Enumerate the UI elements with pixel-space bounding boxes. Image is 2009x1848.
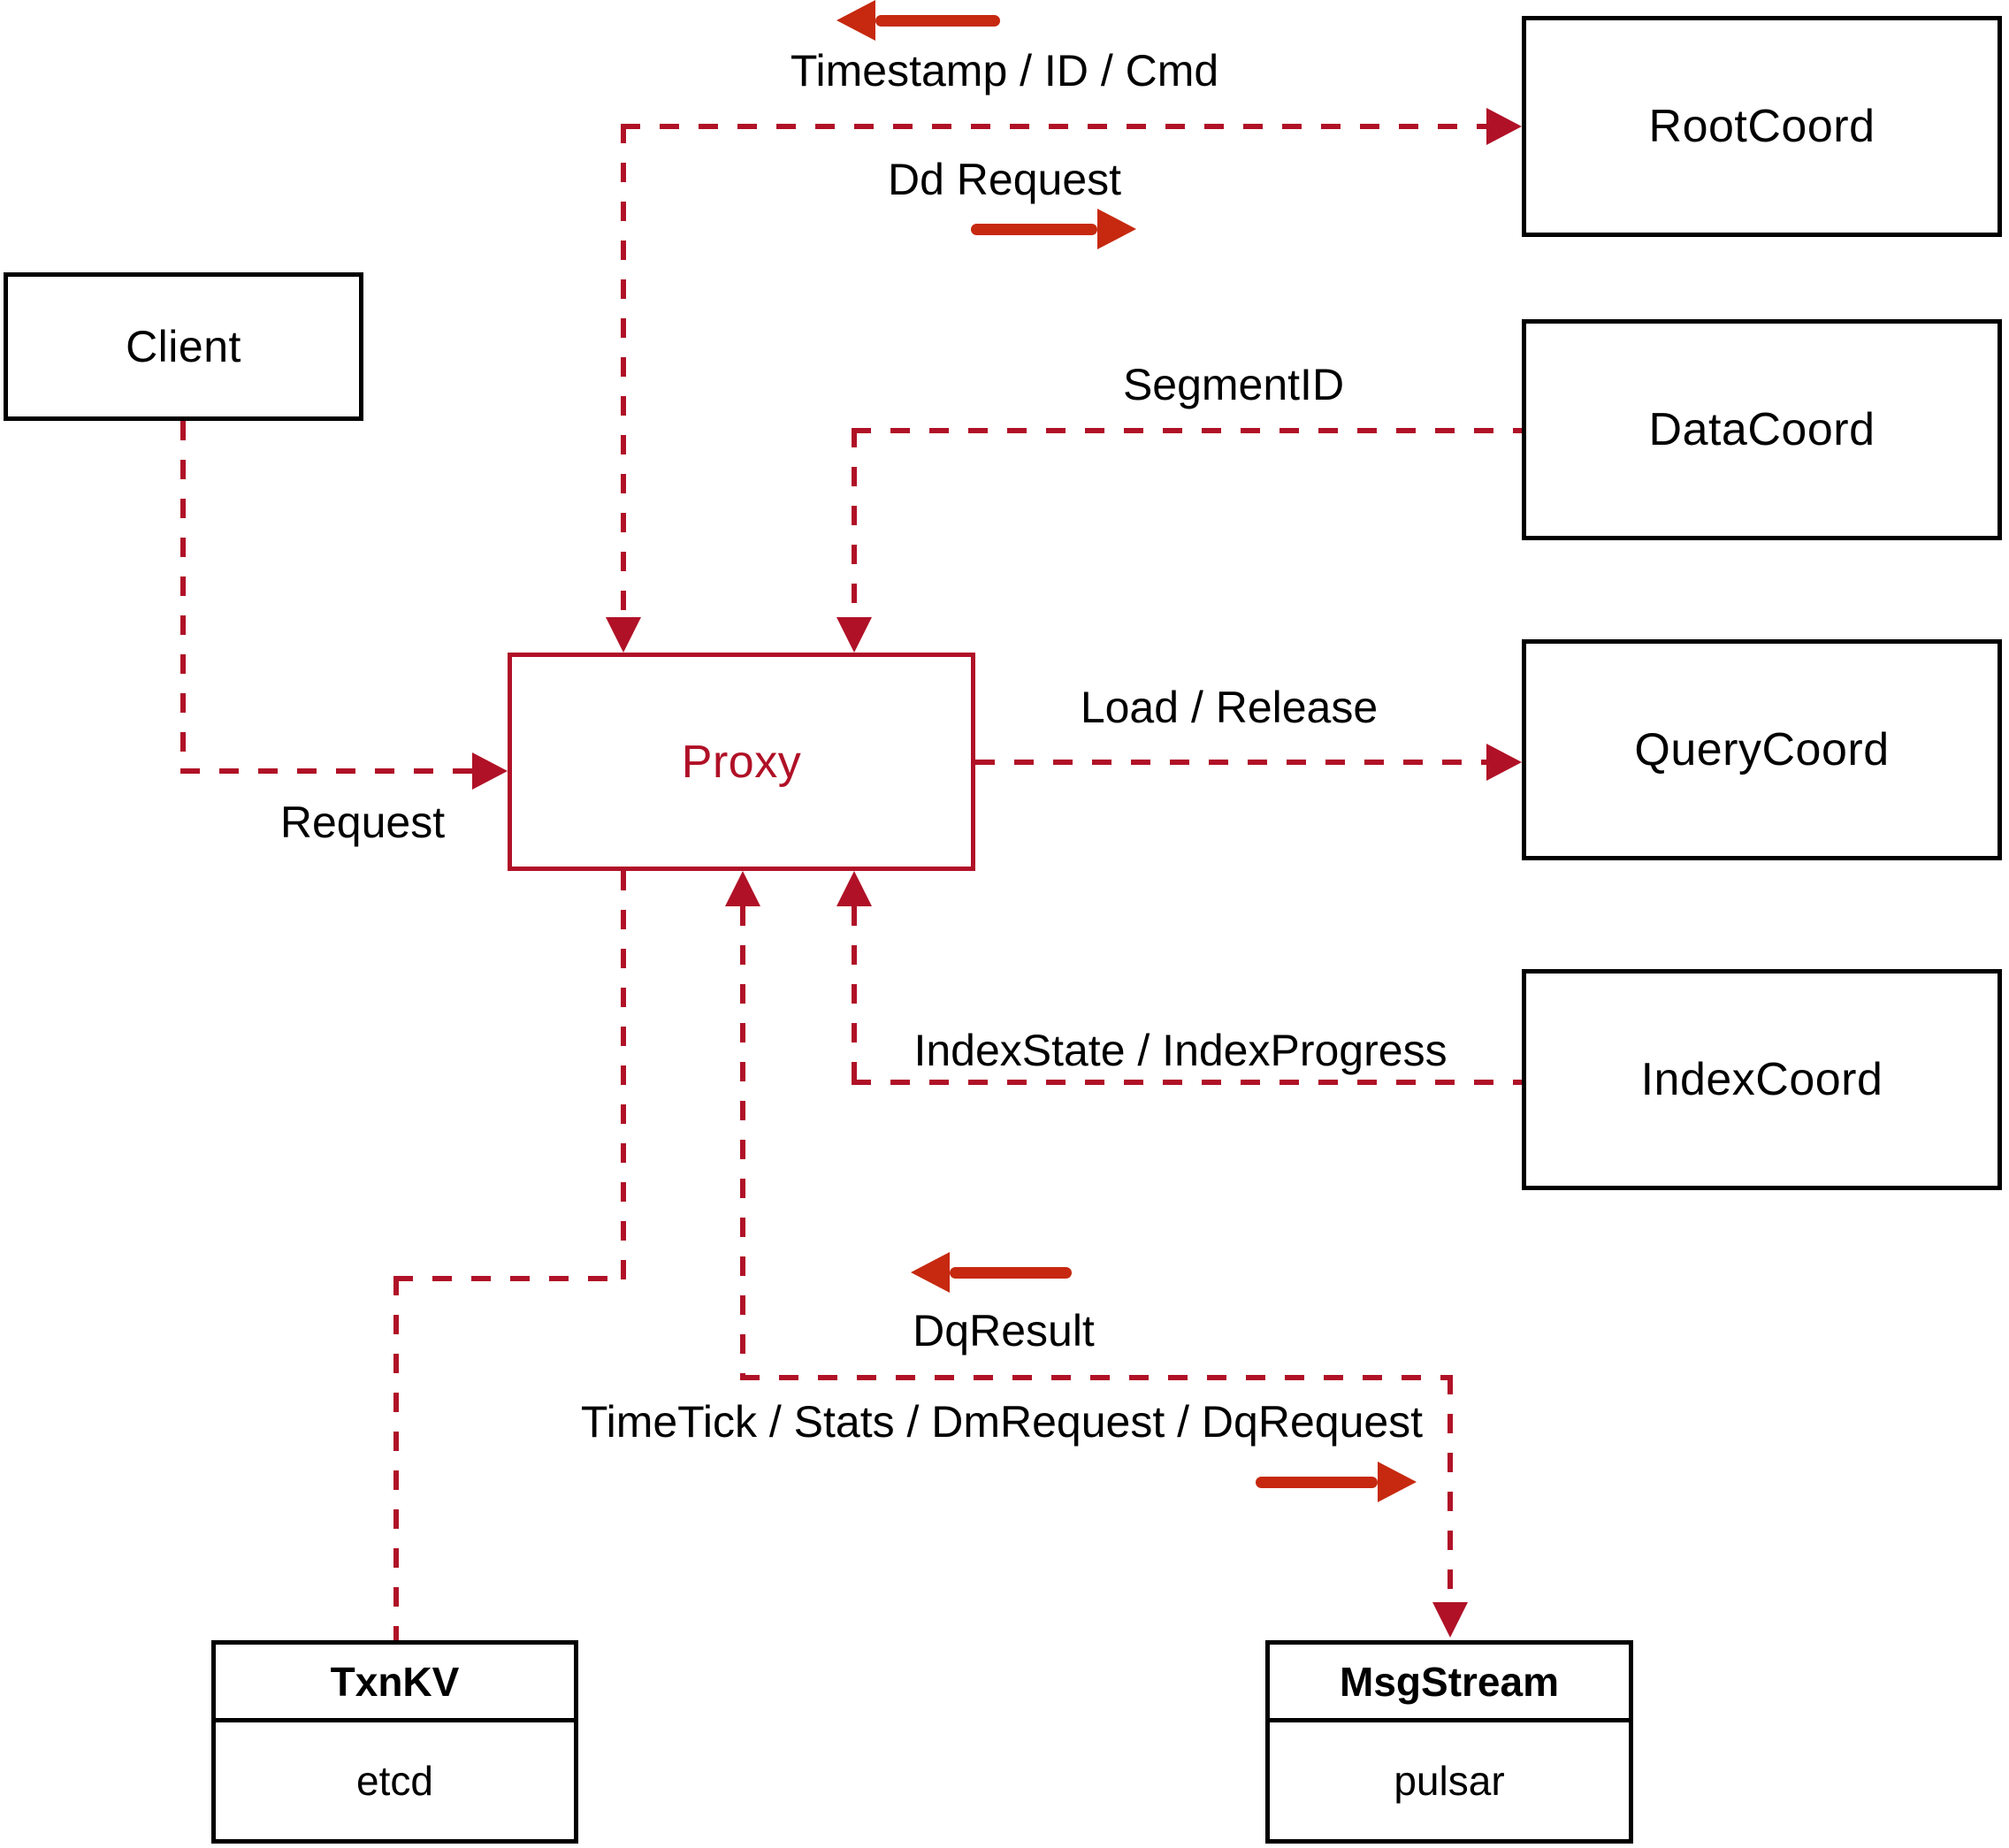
- msgstream-node: MsgStream pulsar: [1265, 1640, 1633, 1844]
- rootcoord-line-vertical: [621, 124, 626, 619]
- dqresult-direction-arrow-icon: [911, 1252, 1072, 1293]
- indexstate-arrowhead-icon: [836, 871, 872, 906]
- request-edge-label: Request: [279, 798, 446, 847]
- segmentid-arrowhead-icon: [836, 617, 872, 653]
- msgstream-arrowhead-icon: [1432, 1602, 1468, 1638]
- index-coord-node: IndexCoord: [1522, 969, 2002, 1190]
- msgstream-line-vertical-lower: [1448, 1375, 1453, 1603]
- rootcoord-line-horizontal: [621, 124, 1486, 129]
- dd-request-label: Dd Request: [887, 155, 1122, 204]
- dd-request-direction-arrow-icon: [971, 209, 1136, 249]
- query-coord-label: QueryCoord: [1634, 724, 1890, 775]
- request-line-horizontal: [180, 768, 472, 774]
- msgstream-line-horizontal: [740, 1375, 1453, 1380]
- segmentid-line-vertical: [852, 428, 857, 619]
- msgstream-implementation-label: pulsar: [1394, 1758, 1505, 1804]
- root-coord-node: RootCoord: [1522, 16, 2002, 237]
- txnkv-implementation-label: etcd: [356, 1758, 433, 1804]
- load-release-label: Load / Release: [1080, 683, 1379, 732]
- client-node: Client: [4, 272, 363, 421]
- timestamp-direction-arrow-icon: [836, 0, 1000, 41]
- indexstate-line-horizontal: [852, 1080, 1522, 1085]
- request-arrowhead-icon: [472, 752, 508, 790]
- msgstream-title: MsgStream: [1270, 1645, 1629, 1722]
- load-release-line: [975, 760, 1488, 765]
- query-coord-node: QueryCoord: [1522, 639, 2002, 860]
- client-label: Client: [126, 322, 241, 371]
- proxy-node: Proxy: [508, 653, 975, 871]
- msgstream-line-vertical-upper: [740, 906, 745, 1380]
- data-coord-label: DataCoord: [1648, 404, 1875, 455]
- segmentid-line-horizontal: [852, 428, 1522, 433]
- proxy-label: Proxy: [681, 736, 802, 788]
- dqresult-label: DqResult: [913, 1306, 1095, 1355]
- request-line-vertical: [180, 421, 186, 774]
- indexstate-line-vertical: [852, 906, 857, 1082]
- txnkv-line-vertical-upper: [621, 871, 626, 1281]
- load-release-arrowhead-icon: [1486, 744, 1522, 781]
- timetick-direction-arrow-icon: [1256, 1462, 1417, 1502]
- root-coord-label: RootCoord: [1648, 101, 1875, 152]
- index-coord-label: IndexCoord: [1640, 1054, 1883, 1105]
- data-coord-node: DataCoord: [1522, 319, 2002, 540]
- proxy-top-left-arrowhead-icon: [606, 617, 641, 653]
- txnkv-line-horizontal: [393, 1276, 626, 1281]
- timetick-stats-label: TimeTick / Stats / DmRequest / DqRequest: [580, 1397, 1424, 1447]
- txnkv-node: TxnKV etcd: [211, 1640, 578, 1844]
- dqresult-arrowhead-icon: [725, 871, 760, 906]
- timestamp-id-cmd-label: Timestamp / ID / Cmd: [790, 46, 1219, 95]
- rootcoord-arrowhead-icon: [1486, 108, 1522, 145]
- txnkv-line-vertical-lower: [393, 1276, 399, 1640]
- segmentid-label: SegmentID: [1122, 360, 1345, 409]
- txnkv-title: TxnKV: [216, 1645, 574, 1722]
- indexstate-label: IndexState / IndexProgress: [913, 1026, 1448, 1075]
